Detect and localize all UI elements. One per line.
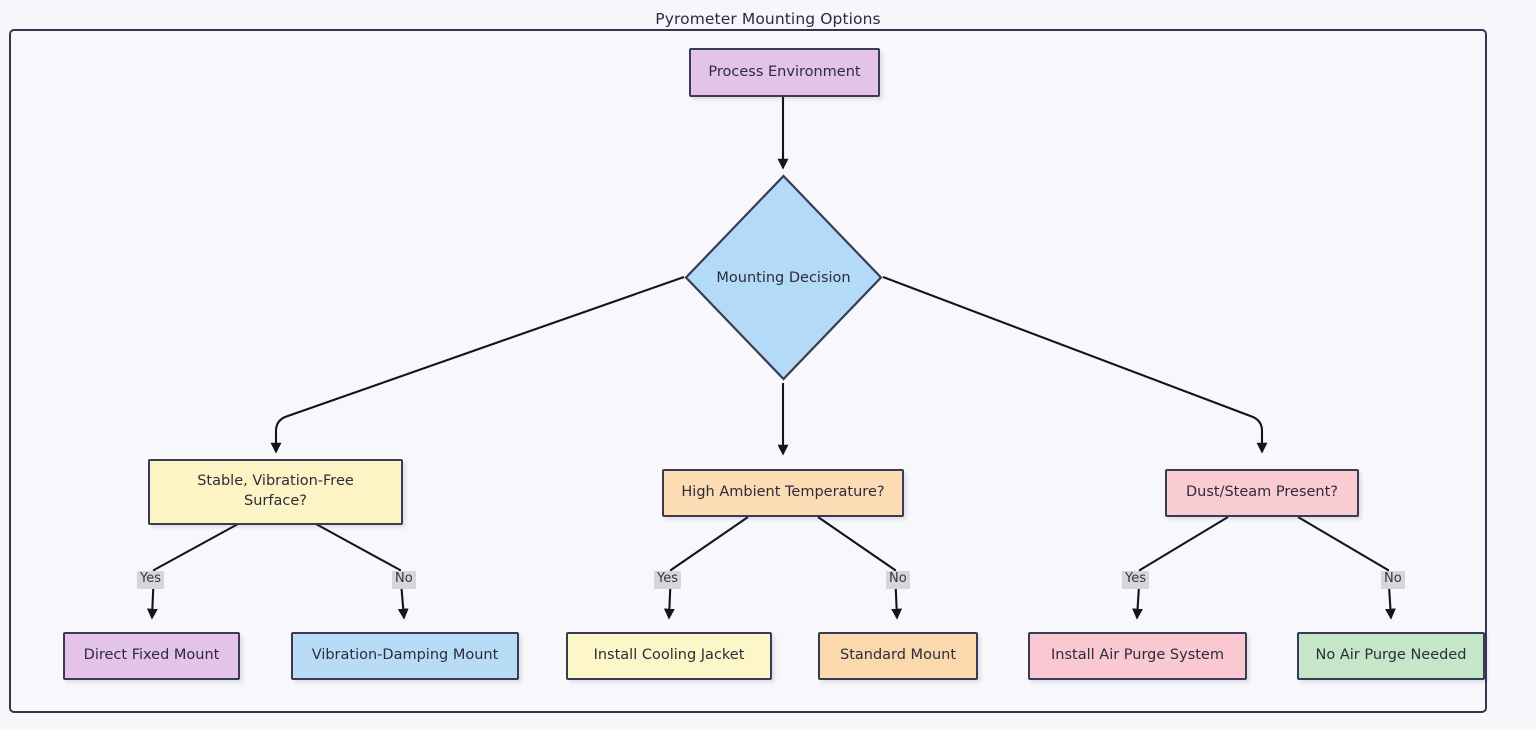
node-label: Vibration-Damping Mount (311, 647, 499, 664)
diamond-shape (684, 174, 883, 381)
node-vibration-damping-mount[interactable]: Vibration-Damping Mount (291, 632, 519, 680)
node-label: Dust/Steam Present? (1185, 484, 1338, 501)
node-install-cooling-jacket[interactable]: Install Cooling Jacket (566, 632, 772, 680)
edge-label-branch3-no: No (1381, 571, 1405, 589)
edge-label-branch1-yes: Yes (137, 571, 164, 589)
node-high-ambient-temperature[interactable]: High Ambient Temperature? (662, 469, 904, 517)
edge-label-branch1-no: No (392, 571, 416, 589)
node-process-environment[interactable]: Process Environment (689, 48, 880, 97)
node-label: No Air Purge Needed (1315, 647, 1467, 664)
node-label: Mounting Decision (716, 269, 851, 286)
node-no-air-purge-needed[interactable]: No Air Purge Needed (1297, 632, 1485, 680)
edge-label-branch2-no: No (886, 571, 910, 589)
edge-label-branch3-yes: Yes (1122, 571, 1149, 589)
node-label: High Ambient Temperature? (681, 484, 885, 501)
node-stable-vibration-free-surface[interactable]: Stable, Vibration-Free Surface? (148, 459, 403, 525)
node-direct-fixed-mount[interactable]: Direct Fixed Mount (63, 632, 240, 680)
node-label-line1: Stable, Vibration-Free (197, 473, 354, 490)
node-label: Standard Mount (839, 647, 957, 664)
node-label: Process Environment (708, 63, 861, 80)
node-dust-steam-present[interactable]: Dust/Steam Present? (1165, 469, 1359, 517)
node-label: Direct Fixed Mount (83, 647, 220, 664)
node-label-line2: Surface? (244, 493, 307, 509)
node-mounting-decision[interactable]: Mounting Decision (683, 173, 884, 382)
node-label: Install Air Purge System (1051, 647, 1224, 664)
diagram-title: Pyrometer Mounting Options (655, 10, 881, 28)
edge-label-branch2-yes: Yes (654, 571, 681, 589)
node-label: Install Cooling Jacket (593, 647, 745, 664)
node-install-air-purge-system[interactable]: Install Air Purge System (1028, 632, 1247, 680)
node-standard-mount[interactable]: Standard Mount (818, 632, 978, 680)
